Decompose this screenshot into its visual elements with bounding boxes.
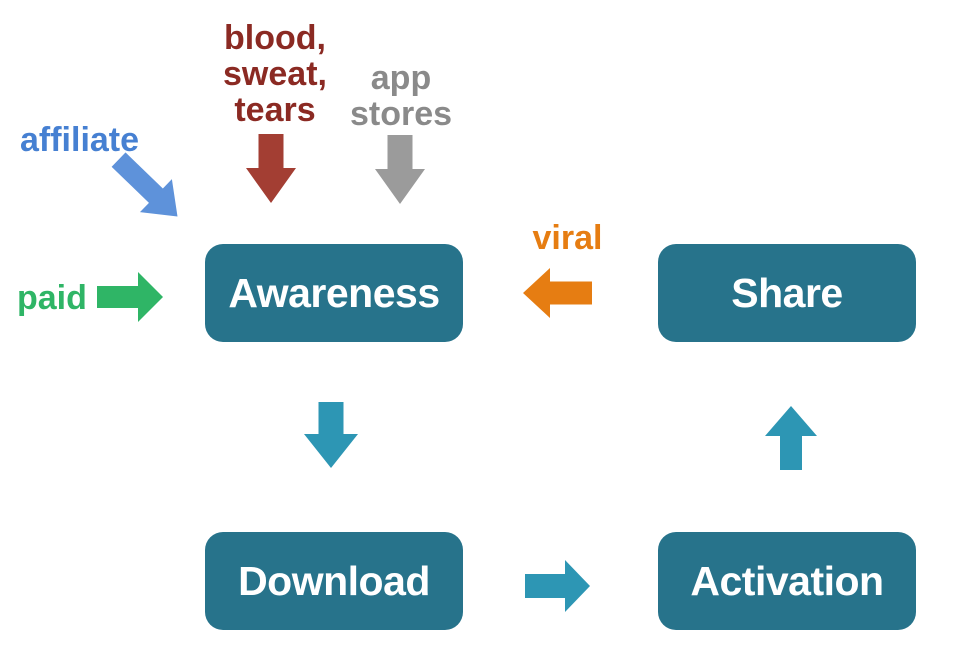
arrow-shape bbox=[246, 134, 296, 203]
download-to-activation-arrow-icon bbox=[525, 560, 590, 612]
app-stores-arrow-icon bbox=[375, 135, 425, 204]
arrow-shape bbox=[523, 268, 592, 318]
node-awareness-label: Awareness bbox=[228, 269, 440, 316]
paid-arrow-icon bbox=[97, 272, 163, 322]
label-affiliate: affiliate bbox=[20, 121, 140, 159]
node-activation: Activation bbox=[658, 532, 916, 630]
node-share: Share bbox=[658, 244, 916, 342]
node-download: Download bbox=[205, 532, 463, 630]
node-activation-label: Activation bbox=[690, 557, 884, 604]
label-paid: paid bbox=[17, 279, 87, 317]
affiliate-arrow-icon bbox=[111, 152, 178, 217]
node-share-label: Share bbox=[731, 269, 843, 316]
blood-sweat-tears-arrow-icon bbox=[246, 134, 296, 203]
awareness-to-download-arrow-icon bbox=[304, 402, 358, 468]
activation-to-share-arrow-icon bbox=[765, 406, 817, 470]
viral-arrow-icon bbox=[523, 268, 592, 318]
arrow-shape bbox=[111, 152, 178, 217]
arrow-shape bbox=[765, 406, 817, 470]
arrow-shape bbox=[525, 560, 590, 612]
label-app-stores: app stores bbox=[349, 59, 453, 133]
label-viral: viral bbox=[532, 219, 603, 257]
arrow-shape bbox=[375, 135, 425, 204]
arrow-shape bbox=[97, 272, 163, 322]
node-awareness: Awareness bbox=[205, 244, 463, 342]
arrow-shape bbox=[304, 402, 358, 468]
label-blood-sweat-tears: blood, sweat, tears bbox=[223, 19, 327, 129]
node-download-label: Download bbox=[238, 557, 430, 604]
